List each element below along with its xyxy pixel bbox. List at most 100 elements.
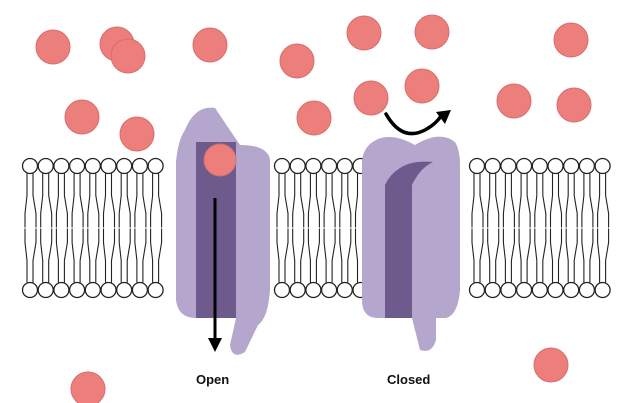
lipid-head <box>289 157 306 175</box>
curved-arrow-icon <box>384 110 451 136</box>
lipid-tail <box>158 173 163 228</box>
lipid-tail <box>471 228 475 283</box>
lipid-tail <box>315 173 320 228</box>
lipid-head <box>147 281 164 299</box>
lipid-head <box>273 157 291 175</box>
ion <box>346 15 382 51</box>
lipid-head <box>531 281 548 299</box>
closed-channel-pore <box>385 161 433 318</box>
lipid-tail <box>495 173 500 228</box>
ion <box>296 100 332 136</box>
lipid-tail <box>605 228 610 283</box>
closed-label: Closed <box>387 372 431 387</box>
lipid-tail <box>573 228 578 283</box>
lipid-tail <box>158 228 163 283</box>
lipid-head <box>68 281 86 299</box>
ion <box>35 29 71 65</box>
lipid-tail <box>339 228 343 283</box>
lipid-tail <box>502 173 506 228</box>
lipid-head <box>594 157 611 175</box>
lipid-head <box>515 281 533 299</box>
lipid-tail <box>40 228 44 283</box>
ion-in-channel <box>203 143 237 177</box>
lipid-tail <box>276 173 280 228</box>
lipid-tail <box>110 228 116 283</box>
ion <box>192 27 228 63</box>
lipid-tail <box>95 173 100 228</box>
lipid-tail <box>55 228 59 283</box>
lipid-tail <box>126 228 131 283</box>
lipid-head <box>484 281 501 299</box>
lipid-head <box>21 281 39 299</box>
lipid-tail <box>331 228 336 283</box>
lipid-tail <box>347 228 352 283</box>
lipid-head <box>468 157 486 175</box>
ion <box>119 116 155 152</box>
lipid-tail <box>589 173 594 228</box>
lipid-head <box>578 281 596 299</box>
lipid-tail <box>142 228 147 283</box>
ion <box>64 99 100 135</box>
lipid-tail <box>150 173 154 228</box>
lipid-tail <box>315 228 320 283</box>
lipid-tail <box>284 173 289 228</box>
lipid-tail <box>126 173 131 228</box>
lipid-tail <box>526 228 531 283</box>
lipid-tail <box>549 228 554 283</box>
open-label: Open <box>196 372 230 387</box>
lipid-head <box>147 157 164 175</box>
ion <box>353 80 389 116</box>
lipid-head <box>563 157 580 175</box>
ion <box>70 371 106 403</box>
lipid-tail <box>102 228 107 283</box>
lipid-tail <box>581 228 585 283</box>
lipid-tail <box>300 228 305 283</box>
lipid-tail <box>518 173 522 228</box>
lipid-tail <box>142 173 147 228</box>
lipid-tail <box>605 173 610 228</box>
lipid-tail <box>32 173 37 228</box>
lipid-tail <box>71 173 75 228</box>
lipid-tail <box>479 228 484 283</box>
lipid-head <box>305 281 322 299</box>
lipid-head <box>37 281 54 299</box>
lipid-head <box>547 157 564 175</box>
lipid-head <box>320 281 338 299</box>
lipid-head <box>100 157 117 175</box>
ion <box>404 68 440 104</box>
lipid-head <box>289 281 306 299</box>
lipid-tail <box>79 173 84 228</box>
lipid-tail <box>292 228 296 283</box>
lipid-tail <box>110 173 116 228</box>
lipid-tail <box>589 228 594 283</box>
lipid-tail <box>307 173 311 228</box>
lipid-tail <box>597 228 601 283</box>
lipid-tail <box>565 173 569 228</box>
lipid-tail <box>40 173 44 228</box>
lipid-head <box>100 281 117 299</box>
lipid-tail <box>534 228 538 283</box>
lipid-tail <box>510 173 515 228</box>
lipid-tail <box>134 228 138 283</box>
lipid-head <box>468 281 486 299</box>
lipid-head <box>273 281 291 299</box>
lipid-tail <box>292 173 296 228</box>
lipid-head <box>84 281 101 299</box>
lipid-tail <box>542 228 547 283</box>
lipid-head <box>131 281 149 299</box>
lipid-tail <box>597 173 601 228</box>
lipid-tail <box>581 173 585 228</box>
lipid-head <box>531 157 548 175</box>
ion <box>414 14 450 50</box>
lipid-tail <box>24 173 28 228</box>
lipid-head <box>116 157 133 175</box>
lipid-head <box>68 157 86 175</box>
lipid-tail <box>479 173 484 228</box>
lipid-tail <box>331 173 336 228</box>
lipid-tail <box>284 228 289 283</box>
lipid-tail <box>549 173 554 228</box>
lipid-tail <box>102 173 107 228</box>
lipid-tail <box>323 173 327 228</box>
lipid-tail <box>307 228 311 283</box>
lipid-tail <box>48 173 53 228</box>
